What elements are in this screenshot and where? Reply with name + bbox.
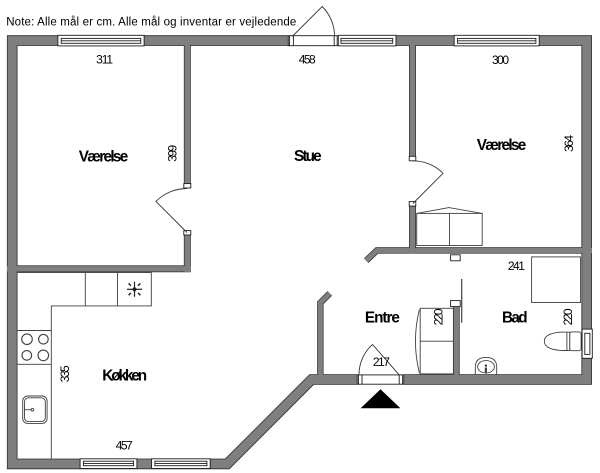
svg-text:458: 458 [299, 53, 316, 67]
svg-text:Note: Alle mål er cm. Alle mål: Note: Alle mål er cm. Alle mål og invent… [6, 17, 296, 29]
svg-text:364: 364 [562, 135, 576, 152]
svg-text:300: 300 [492, 53, 509, 67]
svg-text:Entre: Entre [365, 309, 400, 326]
svg-text:Køkken: Køkken [102, 368, 147, 385]
svg-text:220: 220 [431, 308, 445, 325]
svg-text:311: 311 [96, 53, 113, 67]
svg-text:241: 241 [508, 259, 525, 273]
svg-text:399: 399 [166, 144, 180, 161]
svg-text:Stue: Stue [294, 148, 322, 165]
svg-text:Værelse: Værelse [79, 149, 129, 166]
svg-text:335: 335 [58, 365, 72, 382]
svg-text:Værelse: Værelse [477, 137, 527, 154]
svg-text:220: 220 [561, 308, 575, 325]
svg-text:217: 217 [373, 355, 390, 369]
svg-text:Bad: Bad [502, 309, 528, 326]
svg-text:457: 457 [116, 439, 133, 453]
